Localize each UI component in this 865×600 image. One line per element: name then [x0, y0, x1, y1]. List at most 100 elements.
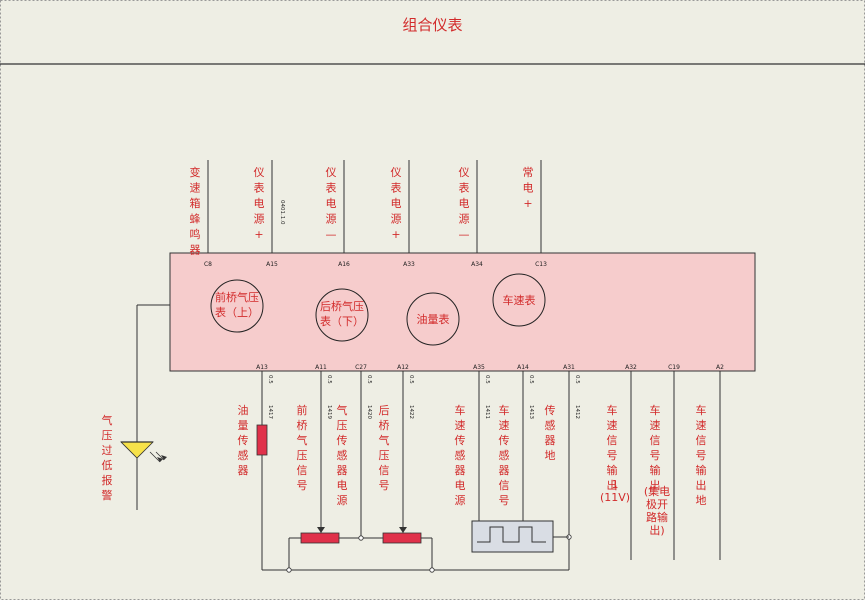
svg-text:速: 速: [650, 419, 661, 432]
gauge-3: [406, 292, 460, 346]
bottom-wire-num-A13: 1417: [267, 405, 273, 419]
svg-text:速: 速: [190, 182, 201, 195]
rear-pressure-arrow: [399, 527, 407, 533]
svg-text:电: 电: [326, 197, 337, 210]
svg-text:车: 车: [455, 403, 466, 417]
svg-text:速: 速: [455, 419, 466, 432]
svg-text:气: 气: [379, 433, 390, 447]
svg-text:信: 信: [379, 464, 390, 477]
bottom-wire-num-A14: 1413: [528, 405, 534, 419]
svg-text:号: 号: [696, 449, 707, 462]
svg-text:器: 器: [499, 464, 510, 477]
bottom-pin-A12: A12: [397, 364, 409, 371]
junction-1: [286, 567, 292, 573]
svg-text:输: 输: [650, 463, 661, 477]
svg-text:+: +: [523, 197, 532, 210]
svg-text:输: 输: [696, 463, 707, 477]
gauge-label-2-b: 表（下）: [320, 314, 364, 328]
svg-text:信: 信: [696, 434, 707, 447]
top-pin-A34: A34: [471, 261, 483, 268]
diagram-title: 组合仪表: [402, 16, 463, 34]
svg-text:表: 表: [254, 181, 265, 195]
bottom-pin-A32: A32: [625, 364, 637, 371]
bottom-wire-num-A11: 1419: [326, 405, 332, 419]
svg-text:出: 出: [650, 478, 661, 492]
svg-text:器: 器: [337, 464, 348, 477]
svg-text:报: 报: [102, 473, 113, 487]
svg-text:表: 表: [459, 181, 470, 195]
svg-text:感: 感: [499, 449, 510, 462]
gauge-label-3: 油量表: [417, 312, 450, 326]
svg-text:气: 气: [297, 433, 308, 447]
instrument-module: [169, 252, 756, 372]
svg-text:低: 低: [102, 459, 113, 472]
svg-text:速: 速: [499, 419, 510, 432]
svg-text:传: 传: [455, 434, 466, 447]
bottom-size-A12: 0.5: [408, 375, 414, 384]
bottom-pin-C27: C27: [355, 364, 367, 371]
svg-text:油: 油: [238, 403, 249, 417]
bottom-wire-num-A35: 1411: [484, 405, 490, 419]
front-pressure-arrow: [317, 527, 325, 533]
junction-0: [358, 535, 364, 541]
svg-text:传: 传: [545, 404, 556, 417]
svg-text:源: 源: [254, 212, 265, 226]
svg-text:车: 车: [650, 403, 661, 417]
gauge-label-1-a: 前桥气压: [215, 290, 259, 304]
svg-text:桥: 桥: [379, 419, 390, 432]
svg-text:号: 号: [297, 479, 308, 492]
svg-text:器: 器: [455, 464, 466, 477]
svg-text:源: 源: [459, 212, 470, 226]
bottom-note-C19-0: (集电: [644, 484, 670, 498]
gauge-4: [492, 273, 546, 327]
bottom-pin-A11: A11: [315, 364, 327, 371]
svg-text:源: 源: [326, 212, 337, 226]
gauge-2: [315, 288, 369, 342]
svg-text:桥: 桥: [297, 419, 308, 432]
bottom-size-A13: 0.5: [267, 375, 273, 384]
svg-text:号: 号: [607, 449, 618, 462]
svg-text:传: 传: [499, 434, 510, 447]
svg-text:仪: 仪: [459, 166, 470, 179]
warning-lamp-rays: [149, 451, 165, 463]
svg-text:器: 器: [545, 434, 556, 447]
svg-text:速: 速: [607, 419, 618, 432]
bottom-pin-A31: A31: [563, 364, 575, 371]
svg-text:车: 车: [607, 403, 618, 417]
svg-text:信: 信: [607, 434, 618, 447]
svg-text:信: 信: [499, 479, 510, 492]
bottom-note-A32-1: (11V): [600, 491, 630, 504]
svg-text:压: 压: [102, 429, 113, 442]
svg-text:电: 电: [455, 479, 466, 492]
bottom-note-C19-3: 出): [649, 523, 664, 537]
gauge-label-2-a: 后桥气压: [320, 299, 364, 313]
svg-text:信: 信: [650, 434, 661, 447]
svg-text:表: 表: [326, 181, 337, 195]
warning-lamp-ray-heads: [157, 455, 167, 462]
svg-text:鸣: 鸣: [190, 227, 201, 241]
svg-text:源: 源: [455, 493, 466, 507]
svg-text:量: 量: [238, 419, 249, 432]
gauge-1: [210, 279, 264, 333]
svg-text:+: +: [391, 228, 400, 241]
speed-signal-waveform-icon: [477, 526, 546, 543]
front-pressure-sensor: [300, 532, 340, 544]
svg-text:过: 过: [102, 444, 113, 457]
svg-text:压: 压: [379, 449, 390, 462]
svg-text:速: 速: [696, 419, 707, 432]
bottom-wire-num-A12: 1422: [408, 405, 414, 419]
svg-text:变: 变: [190, 165, 201, 179]
svg-text:后: 后: [379, 404, 390, 417]
svg-text:仪: 仪: [326, 166, 337, 179]
svg-text:器: 器: [238, 464, 249, 477]
